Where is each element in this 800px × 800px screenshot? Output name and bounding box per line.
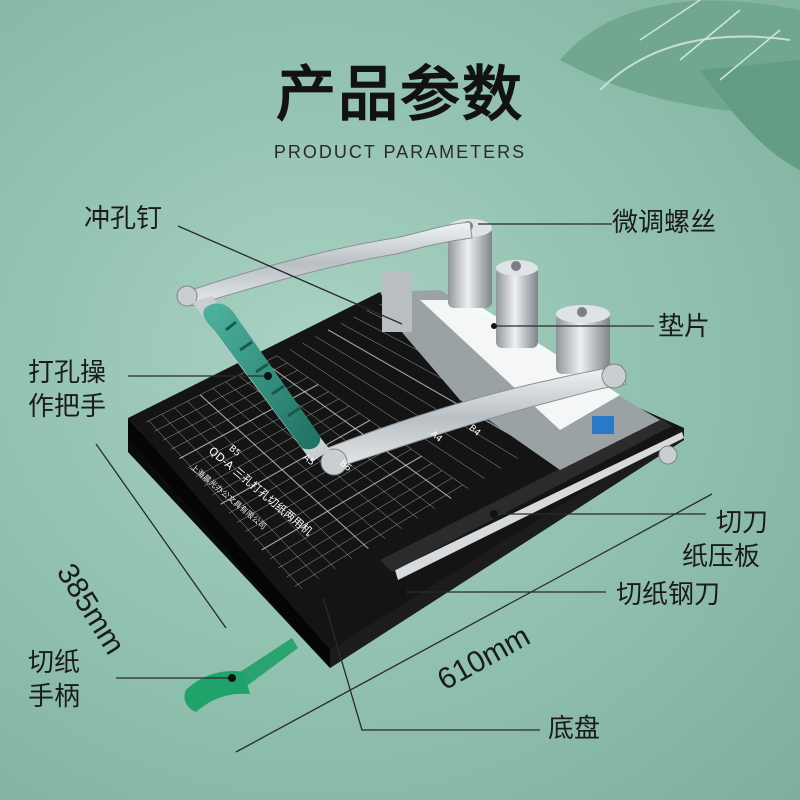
punch-housing [380,272,660,470]
label-steel-blade: 切纸钢刀 [616,580,721,610]
label-punch-handle-line2: 作把手 [28,392,107,422]
grid-line [327,329,535,449]
grid-line [261,455,422,551]
page-subtitle: PRODUCT PARAMETERS [273,142,527,162]
grid-line [245,441,401,532]
leader-base [321,593,540,731]
grid-line [289,349,485,479]
callout-dots [228,323,498,682]
pressure-bar [380,418,672,572]
label-cut-handle-line2: 手柄 [28,682,81,712]
label-cutter-press-line2: 纸压板 [682,542,761,572]
grid-line [187,401,353,559]
cutting-handle [184,638,298,712]
grid-line [294,484,463,587]
grid-line [278,470,443,569]
blue-adjuster [592,416,614,434]
leaf-decoration [560,0,800,170]
grid-line [276,355,469,489]
grid-line [286,477,453,578]
label-punch-handle: 打孔操 作把手 [28,356,106,424]
label-punch-handle-line1: 打孔操 [28,358,107,388]
grid-line [269,463,432,560]
leader-punch-pin [177,225,403,325]
callout-lines [95,223,713,753]
grid-line [220,419,371,505]
label-fine-screw: 微调螺丝 [612,208,717,238]
grid-line [148,420,303,590]
punch-lever-bottom [321,365,627,471]
label-cutter-press: 切刀 纸压板 [682,506,769,574]
grid-line [212,388,386,539]
label-cut-handle-line1: 切纸 [28,648,81,678]
grid-line [179,384,319,460]
grid-line [263,361,452,499]
label-base: 底盘 [548,714,601,744]
grid-line [187,391,329,468]
grid-line [253,448,412,541]
grid-line [161,414,319,580]
grid-line [203,405,350,487]
label-punch-pin: 冲孔钉 [84,204,163,234]
steel-blade [395,432,684,580]
label-shim: 垫片 [658,312,711,342]
grid-line [315,336,518,459]
grid-line [212,412,360,496]
grid-line [199,394,369,550]
dimension-line-depth [95,443,227,629]
grid-line [174,407,336,570]
dimension-line-width [235,493,713,753]
grid-line [195,398,339,478]
page-title: 产品参数 [276,60,524,130]
label-cut-handle: 切纸 手柄 [28,646,80,714]
grid-line [302,342,502,469]
label-cutter-press-line1: 切刀 [716,508,769,538]
